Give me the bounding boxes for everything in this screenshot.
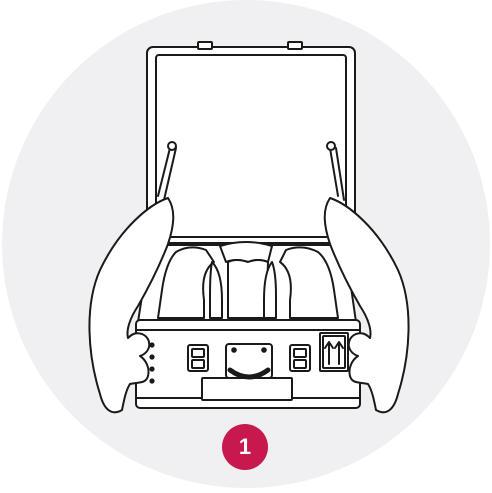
hinge-icon xyxy=(198,42,212,49)
latch-icon xyxy=(188,345,208,371)
step-number-badge: 1 xyxy=(222,424,268,470)
latch-icon xyxy=(290,345,310,371)
case-lid xyxy=(147,42,355,243)
label-plate xyxy=(202,378,292,400)
carry-handle-icon xyxy=(226,344,272,378)
case-interior xyxy=(138,242,356,322)
step-number-label: 1 xyxy=(239,434,251,460)
hinge-icon xyxy=(288,42,302,49)
this-side-up-icon xyxy=(320,333,348,371)
